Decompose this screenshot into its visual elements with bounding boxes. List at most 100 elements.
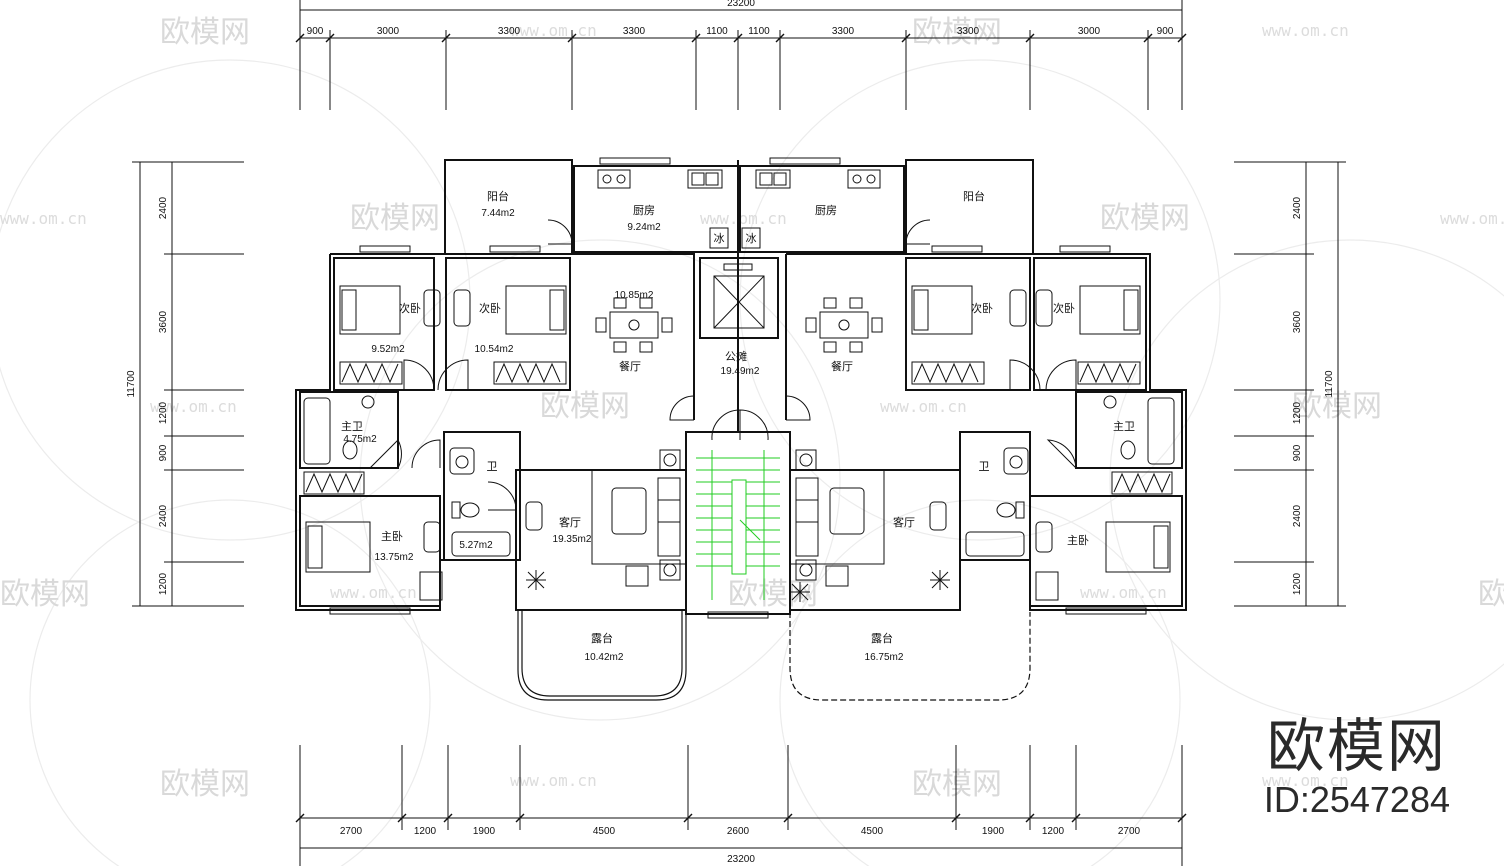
dim-bottom-segment: 4500 [861,826,884,837]
room-area: 9.24m2 [627,222,661,233]
room-name: 主卫 [1113,420,1135,433]
dim-right-segment: 1200 [1292,572,1303,595]
watermark-layer: 欧模网 欧模网 欧模网 欧模网 欧模网 欧模网 欧模网 欧模网 欧模网 欧模网 … [0,15,1504,866]
plants [526,570,950,602]
dim-right-segment: 900 [1292,444,1303,461]
brand-name: 欧模网 [1266,712,1447,780]
watermark-text: 欧模网 [0,577,90,612]
dim-right-segment: 2400 [1292,504,1303,527]
dim-bottom-segment: 2600 [727,826,750,837]
dim-bottom-segment: 1200 [414,826,437,837]
dim-bottom-total: 23200 [727,854,755,865]
watermark-url: www.om.cn [1262,771,1349,790]
room-labels: 阳台 7.44m2 厨房 9.24m2 厨房 阳台 冰 冰 次卧 9.52m2 … [341,189,1135,663]
living-furniture [525,449,947,587]
room-area: 9.52m2 [371,344,405,355]
room-name: 阳台 [963,189,985,203]
room-name: 次卧 [479,301,501,315]
dim-top-total: 23200 [727,0,755,9]
watermark-text: 欧模网 [912,767,1002,802]
room-name: 餐厅 [831,359,853,373]
fridge-label: 冰 [746,232,757,245]
stairs [696,450,780,600]
dimension-ticks [295,33,1187,823]
dim-left-segment: 2400 [158,196,169,219]
dim-bottom-segment: 1200 [1042,826,1065,837]
wardrobes [303,361,1173,495]
dim-left-total: 11700 [126,370,137,398]
room-name: 次卧 [399,301,421,315]
dim-bottom-segment: 4500 [593,826,616,837]
dim-top-segment: 3300 [498,26,521,37]
watermark-url: www.om.cn [1080,583,1167,602]
dim-top-segment: 3300 [957,26,980,37]
watermark-url: www.om.cn [330,583,417,602]
watermark-text: 欧模网 [350,201,440,236]
room-name: 阳台 [487,189,509,203]
watermark-text: 欧模网 [160,15,250,50]
watermark-url: www.om.cn [510,771,597,790]
watermark-text: 欧模网 [1100,201,1190,236]
watermark-url: www.om.cn [510,21,597,40]
room-name: 公摊 [725,349,747,363]
windows [329,157,1147,619]
watermark-text: 欧模网 [160,767,250,802]
dim-left-segment: 2400 [158,504,169,527]
elevator [713,263,765,329]
room-name: 客厅 [893,515,915,529]
dim-top-segment: 1100 [748,26,770,37]
room-name: 露台 [871,631,893,645]
room-area: 13.75m2 [375,552,414,563]
watermark-text: 欧模网 [728,577,818,612]
room-area: 4.75m2 [343,434,377,445]
dim-top-segment: 3000 [377,26,400,37]
dimension-labels: 23200 900 3000 3300 3300 1100 1100 3300 … [126,0,1335,865]
dim-right-segment: 2400 [1292,196,1303,219]
room-name: 主卧 [1067,534,1089,547]
room-area: 5.27m2 [459,540,493,551]
beds [305,285,1171,573]
watermark-url: www.om.cn [880,397,967,416]
terraces [517,610,1031,701]
dim-top-segment: 1100 [706,26,728,37]
room-area: 10.85m2 [615,290,654,301]
dining-tables [595,297,883,353]
room-name: 次卧 [1053,301,1075,315]
room-name: 露台 [591,631,613,645]
room-name: 餐厅 [619,359,641,373]
dim-top-segment: 3000 [1078,26,1101,37]
room-area: 10.42m2 [585,652,624,663]
bathroom-fixtures [303,395,1175,601]
room-name: 厨房 [633,204,655,217]
watermark-text: 欧模网 [912,15,1002,50]
doors [369,219,1077,511]
dim-bottom-segment: 1900 [473,826,496,837]
room-area: 7.44m2 [481,208,515,219]
dim-bottom-segment: 2700 [1118,826,1141,837]
room-name: 主卫 [341,420,363,433]
dim-left-segment: 1200 [158,401,169,424]
dim-top-segment: 900 [1157,26,1174,37]
dim-right-total: 11700 [1324,370,1335,398]
kitchen-fixtures [597,169,881,249]
watermark-url: www.om.cn [0,209,87,228]
room-name: 客厅 [559,515,581,529]
watermark-url: www.om.cn [1440,209,1504,228]
brand-id: ID:2547284 [1263,779,1450,820]
room-name: 卫 [487,460,498,473]
room-area: 19.49m2 [721,366,760,377]
room-name: 卫 [979,460,990,473]
room-area: 19.35m2 [553,534,592,545]
watermark-url: www.om.cn [1262,21,1349,40]
dim-left-segment: 1200 [158,572,169,595]
room-name: 次卧 [971,301,993,315]
watermark-url: www.om.cn [700,209,787,228]
room-area: 16.75m2 [865,652,904,663]
brand-mark: 欧模网 ID:2547284 [1264,712,1450,820]
dim-top-segment: 3300 [623,26,646,37]
room-name: 主卧 [381,530,403,543]
dim-top-segment: 3300 [832,26,855,37]
room-name: 厨房 [815,204,837,217]
watermark-text: 欧模网 [1292,389,1382,424]
